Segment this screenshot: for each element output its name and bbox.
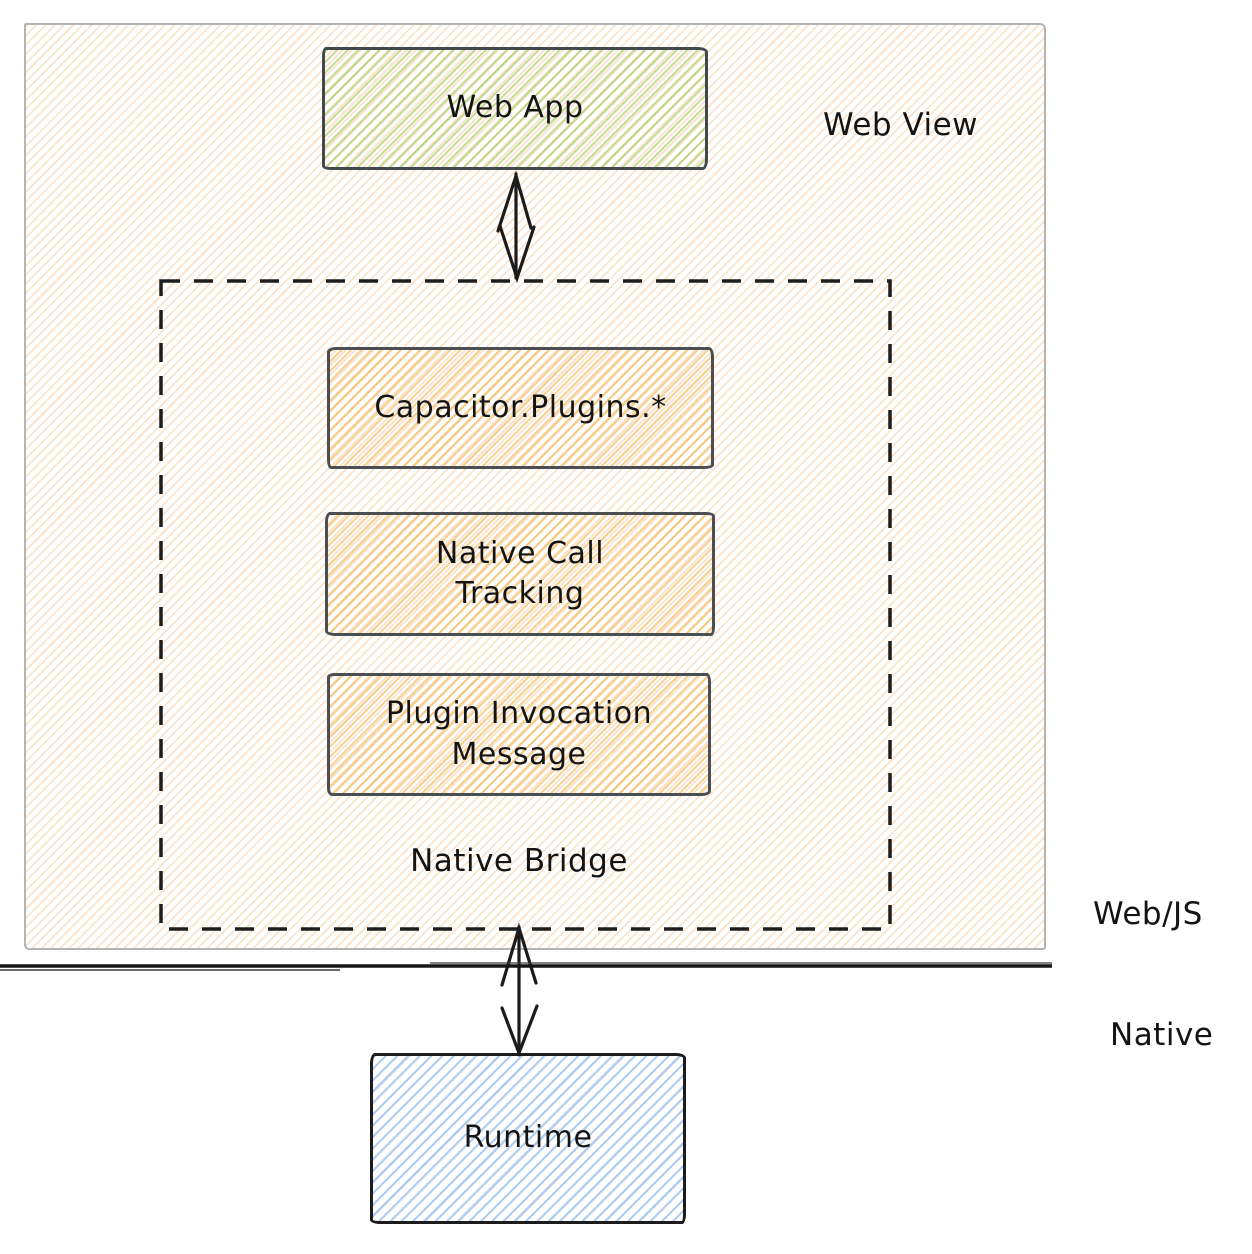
node-plugin-invocation-message-label: Plugin Invocation Message [385,696,653,772]
node-runtime: Runtime [370,1053,686,1224]
layer-label-native: Native [1110,1017,1214,1053]
node-native-call-tracking-label: Native Call Tracking [435,535,605,612]
node-capacitor-plugins: Capacitor.Plugins.* [327,347,714,469]
layer-label-web-js: Web/JS [1093,896,1203,932]
node-plugin-invocation-message: Plugin Invocation Message [327,673,711,796]
node-native-call-tracking: Native Call Tracking [325,512,715,636]
native-bridge-group-label: Native Bridge [410,843,628,879]
web-view-region-label: Web View [823,107,979,143]
node-runtime-label: Runtime [463,1120,593,1156]
node-web-app: Web App [322,47,708,170]
node-web-app-label: Web App [446,90,584,126]
web-native-separator [0,963,1052,970]
node-capacitor-plugins-label: Capacitor.Plugins.* [374,389,667,425]
